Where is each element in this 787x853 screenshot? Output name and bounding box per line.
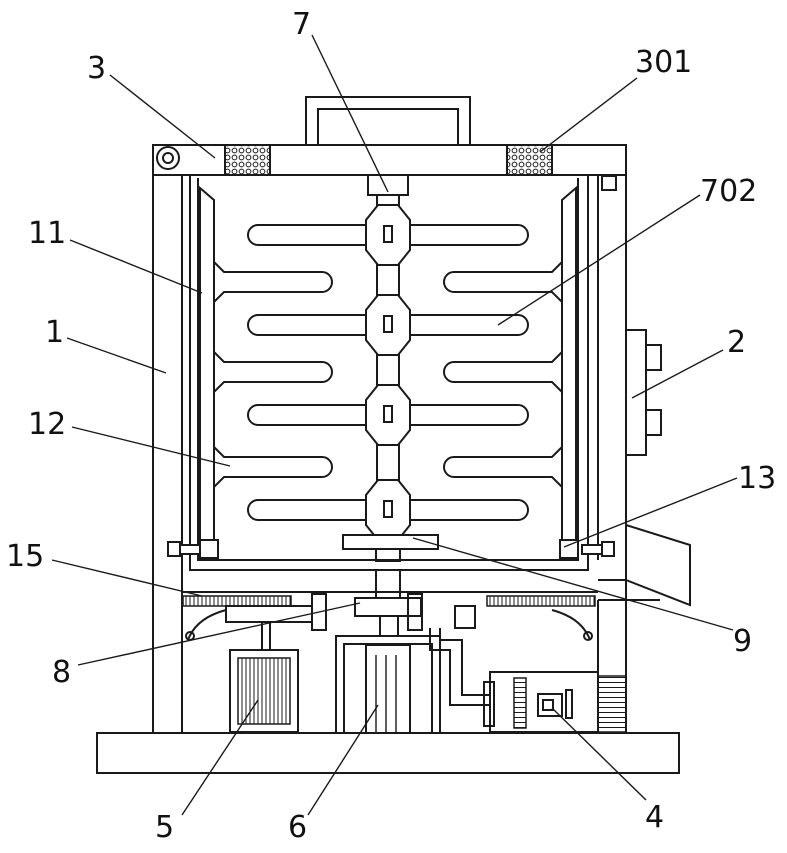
label-5: 5 <box>155 810 174 845</box>
label-4: 4 <box>645 800 664 835</box>
label-12: 12 <box>28 407 66 442</box>
left-fins <box>214 262 332 487</box>
label-702: 702 <box>700 174 757 209</box>
label-1: 1 <box>45 315 64 350</box>
label-13: 13 <box>738 461 776 496</box>
label-9: 9 <box>733 624 752 659</box>
label-6: 6 <box>288 810 307 845</box>
label-2: 2 <box>727 325 746 360</box>
drive-shaft <box>355 570 421 636</box>
label-3: 3 <box>87 51 106 86</box>
pump-unit <box>430 628 626 732</box>
battery-unit <box>230 622 298 732</box>
label-7: 7 <box>292 7 311 42</box>
base-plate <box>97 733 679 773</box>
discharge-chute <box>598 525 690 605</box>
label-8: 8 <box>52 655 71 690</box>
stirring-shaft <box>248 175 528 540</box>
label-11: 11 <box>28 216 66 251</box>
label-15: 15 <box>6 539 44 574</box>
motor-unit <box>336 636 440 733</box>
label-301: 301 <box>635 45 692 80</box>
coupling-plate <box>343 535 438 561</box>
lid <box>153 97 626 175</box>
